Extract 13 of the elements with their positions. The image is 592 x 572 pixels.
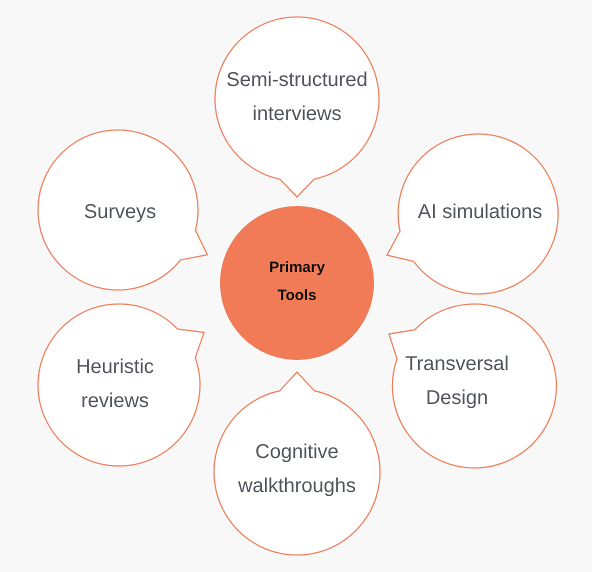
speech-bubble <box>213 371 381 556</box>
speech-bubble <box>386 133 559 295</box>
bubble-text: Semi-structured interviews <box>225 68 369 127</box>
speech-bubble <box>37 303 206 467</box>
speech-bubble <box>37 129 208 291</box>
speech-bubble <box>214 16 380 198</box>
bubble-text: Surveys <box>84 200 156 225</box>
bubble-text: Heuristic reviews <box>75 355 155 414</box>
bubble-text: AI simulations <box>418 200 542 225</box>
speech-bubble <box>388 303 557 469</box>
hub-text: Primary Tools <box>268 258 326 306</box>
bubble-text: Cognitive walkthroughs <box>237 440 357 499</box>
bubble-text: Transversal Design <box>404 352 510 411</box>
